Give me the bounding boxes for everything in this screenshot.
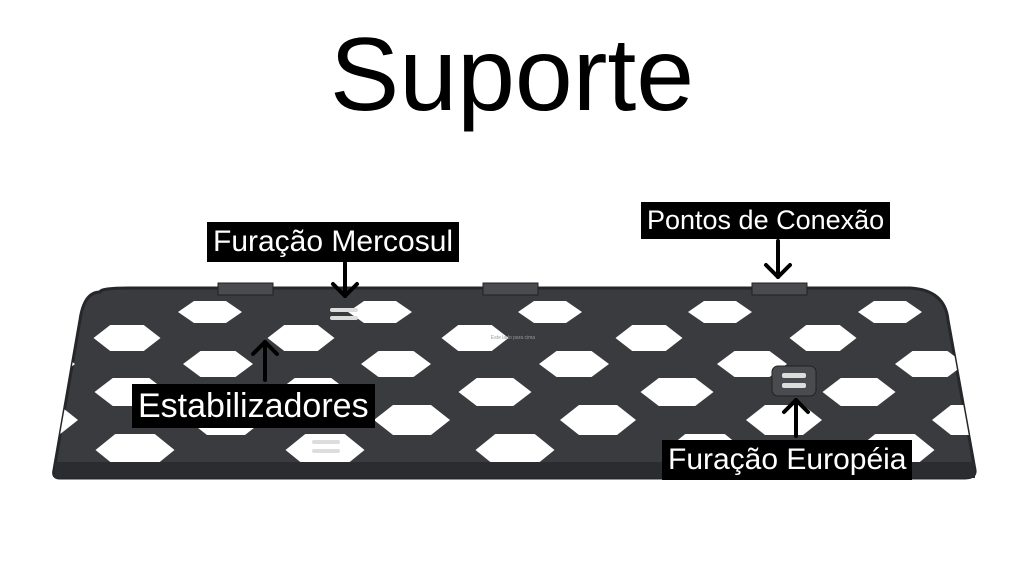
page-title: Suporte [329, 17, 695, 133]
hex-hole [615, 325, 683, 351]
hex-hole [475, 434, 555, 466]
hex-hole [458, 378, 532, 406]
hex-hole [560, 405, 636, 435]
hex-hole [688, 301, 752, 323]
hex-hole [858, 301, 922, 323]
label-europeia: Furação Européia [662, 440, 913, 480]
hex-hole [95, 434, 175, 466]
hex-hole [640, 378, 714, 406]
european-holes [771, 365, 817, 397]
hex-hole [53, 301, 72, 323]
hex-hole [789, 325, 857, 351]
label-conexao: Pontos de Conexão [641, 202, 891, 239]
hex-hole [183, 351, 253, 377]
hex-hole [93, 325, 161, 351]
hex-hole [895, 351, 965, 377]
hex-hole [348, 301, 412, 323]
label-estabilizadores: Estabilizadores [132, 384, 375, 428]
hex-hole [518, 301, 582, 323]
hex-hole [361, 351, 431, 377]
connection-tabs [217, 282, 808, 296]
hex-hole [963, 325, 976, 351]
hex-hole [822, 378, 896, 406]
hex-hole [441, 325, 509, 351]
emboss-text: Este lado para cima [491, 335, 535, 341]
hex-hole [267, 325, 335, 351]
label-mercosul: Furação Mercosul [207, 222, 460, 262]
mercosul-holes [312, 308, 358, 453]
hex-hole [374, 405, 450, 435]
hex-hole [539, 351, 609, 377]
hex-hole [53, 351, 75, 377]
hex-hole [178, 301, 242, 323]
hex-hole [717, 351, 787, 377]
